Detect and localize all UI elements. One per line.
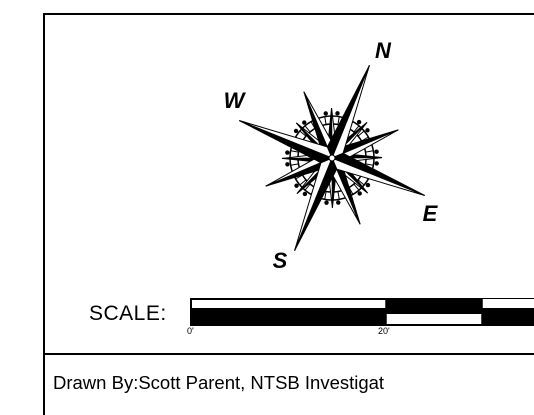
compass-ring-dot — [294, 183, 299, 188]
compass-ring-tick — [304, 183, 311, 191]
scale-tick-start: 0' — [187, 326, 194, 336]
compass-ring-tick — [299, 130, 307, 137]
compass-ring-dot — [336, 200, 341, 205]
compass-cardinal-point — [239, 120, 333, 159]
compass-label-west: W — [224, 88, 247, 113]
compass-main-points — [239, 65, 425, 251]
scale-label: SCALE: — [89, 302, 167, 325]
compass-ring-dot — [365, 128, 370, 133]
compass-ring-dot — [374, 161, 379, 166]
compass-ring-dot — [285, 162, 290, 167]
compass-ring-dot — [293, 128, 299, 134]
compass-ring-tick — [337, 116, 340, 125]
compass-ring-tick — [324, 191, 327, 200]
compass-label-south: S — [273, 248, 288, 273]
compass-ring-dot — [302, 191, 308, 197]
compass-label-north: N — [375, 40, 392, 63]
compass-ring-tick — [357, 130, 365, 137]
scale-bar-bottom-seg-1 — [191, 314, 386, 324]
compass-ring-dot — [374, 149, 379, 154]
compass-rose: N E S W — [224, 40, 439, 273]
compass-ring-dot — [356, 119, 362, 125]
compass-ring-dot — [357, 191, 362, 196]
compass-ring-dot — [323, 111, 328, 116]
compass-ring-tick — [299, 179, 307, 186]
scale-bar-bottom-seg-3 — [482, 314, 534, 324]
frame-divider — [43, 353, 534, 355]
scale-bar — [190, 298, 534, 326]
compass-ring-dot — [365, 182, 371, 188]
compass-ring-dot — [335, 111, 340, 116]
scale-bar-top-seg-3 — [482, 299, 534, 308]
compass-ring-tick — [353, 183, 360, 191]
compass-ring-dot — [302, 120, 307, 125]
compass-ring-tick — [365, 150, 374, 153]
compass-ring-tick — [304, 125, 311, 133]
scale-bar-middle-band — [191, 308, 534, 314]
drawing-frame — [43, 13, 534, 415]
compass-ring-dot — [285, 150, 290, 155]
compass-ring-tick — [290, 150, 299, 153]
compass-ring-tick — [337, 191, 340, 200]
scale-tick-mid: 20' — [378, 326, 390, 336]
scale-bar-top-seg-2 — [386, 299, 482, 308]
compass-center — [328, 154, 336, 162]
compass-ring-tick — [324, 116, 327, 125]
compass-ring-dot — [324, 200, 329, 205]
compass-ring-tick — [353, 125, 360, 133]
drawn-by-credit: Drawn By:Scott Parent, NTSB Investigat — [53, 372, 385, 393]
compass-label-east: E — [423, 201, 439, 226]
compass-ring-tick — [365, 163, 374, 166]
compass-ring-tick — [290, 163, 299, 166]
compass-ring-tick — [357, 179, 365, 186]
compass-star — [239, 65, 425, 251]
